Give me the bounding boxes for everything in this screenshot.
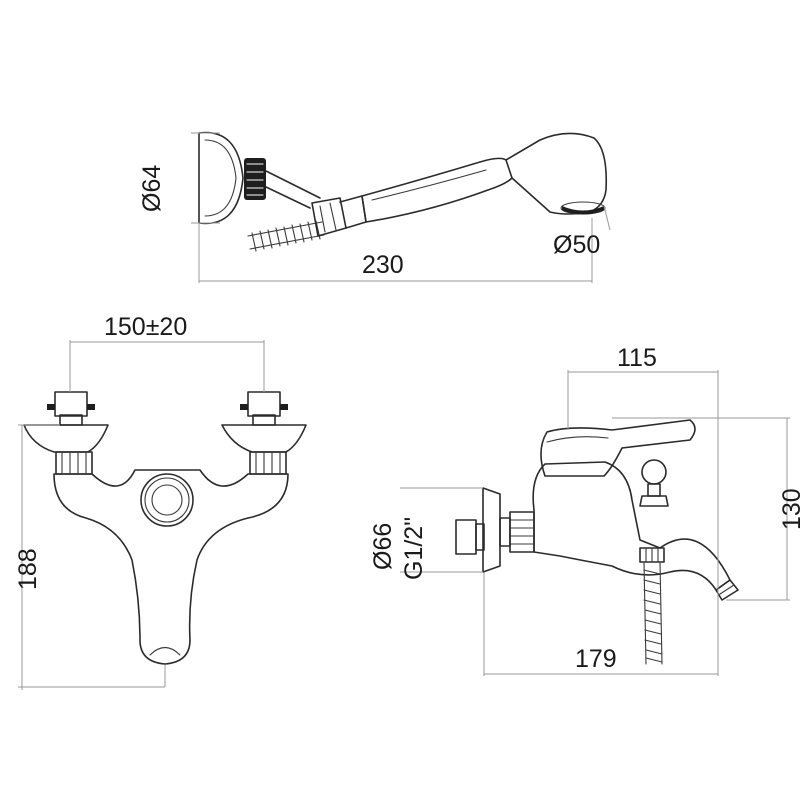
right-connector (221, 424, 307, 453)
side-depth-label: 179 (575, 645, 617, 673)
side-width-label: 115 (617, 344, 657, 372)
hand-shower-view (191, 131, 611, 283)
side-height-label: 130 (778, 488, 800, 530)
thread-size-label: G1/2" (400, 517, 428, 580)
lever (540, 419, 696, 477)
mixer-front-view (18, 340, 307, 690)
head-diameter-label: Ø50 (553, 231, 600, 259)
hose (247, 220, 325, 252)
flange-diameter-label: Ø66 (369, 523, 397, 570)
handle (361, 157, 513, 223)
center-distance-label: 150±20 (104, 313, 187, 341)
mixer-body (53, 469, 289, 665)
bracket-ring (244, 158, 266, 200)
control-knob (140, 473, 194, 527)
front-height-label: 188 (14, 548, 42, 590)
diverter-knob (641, 459, 667, 485)
side-body (532, 461, 731, 591)
mixer-side-view (400, 370, 790, 676)
wall-flange (482, 487, 501, 573)
support-arm (265, 170, 321, 209)
handshower-diameter-label: Ø64 (138, 165, 166, 212)
left-connector (23, 424, 109, 453)
side-hose (643, 561, 663, 665)
handshower-length-label: 230 (362, 251, 404, 279)
